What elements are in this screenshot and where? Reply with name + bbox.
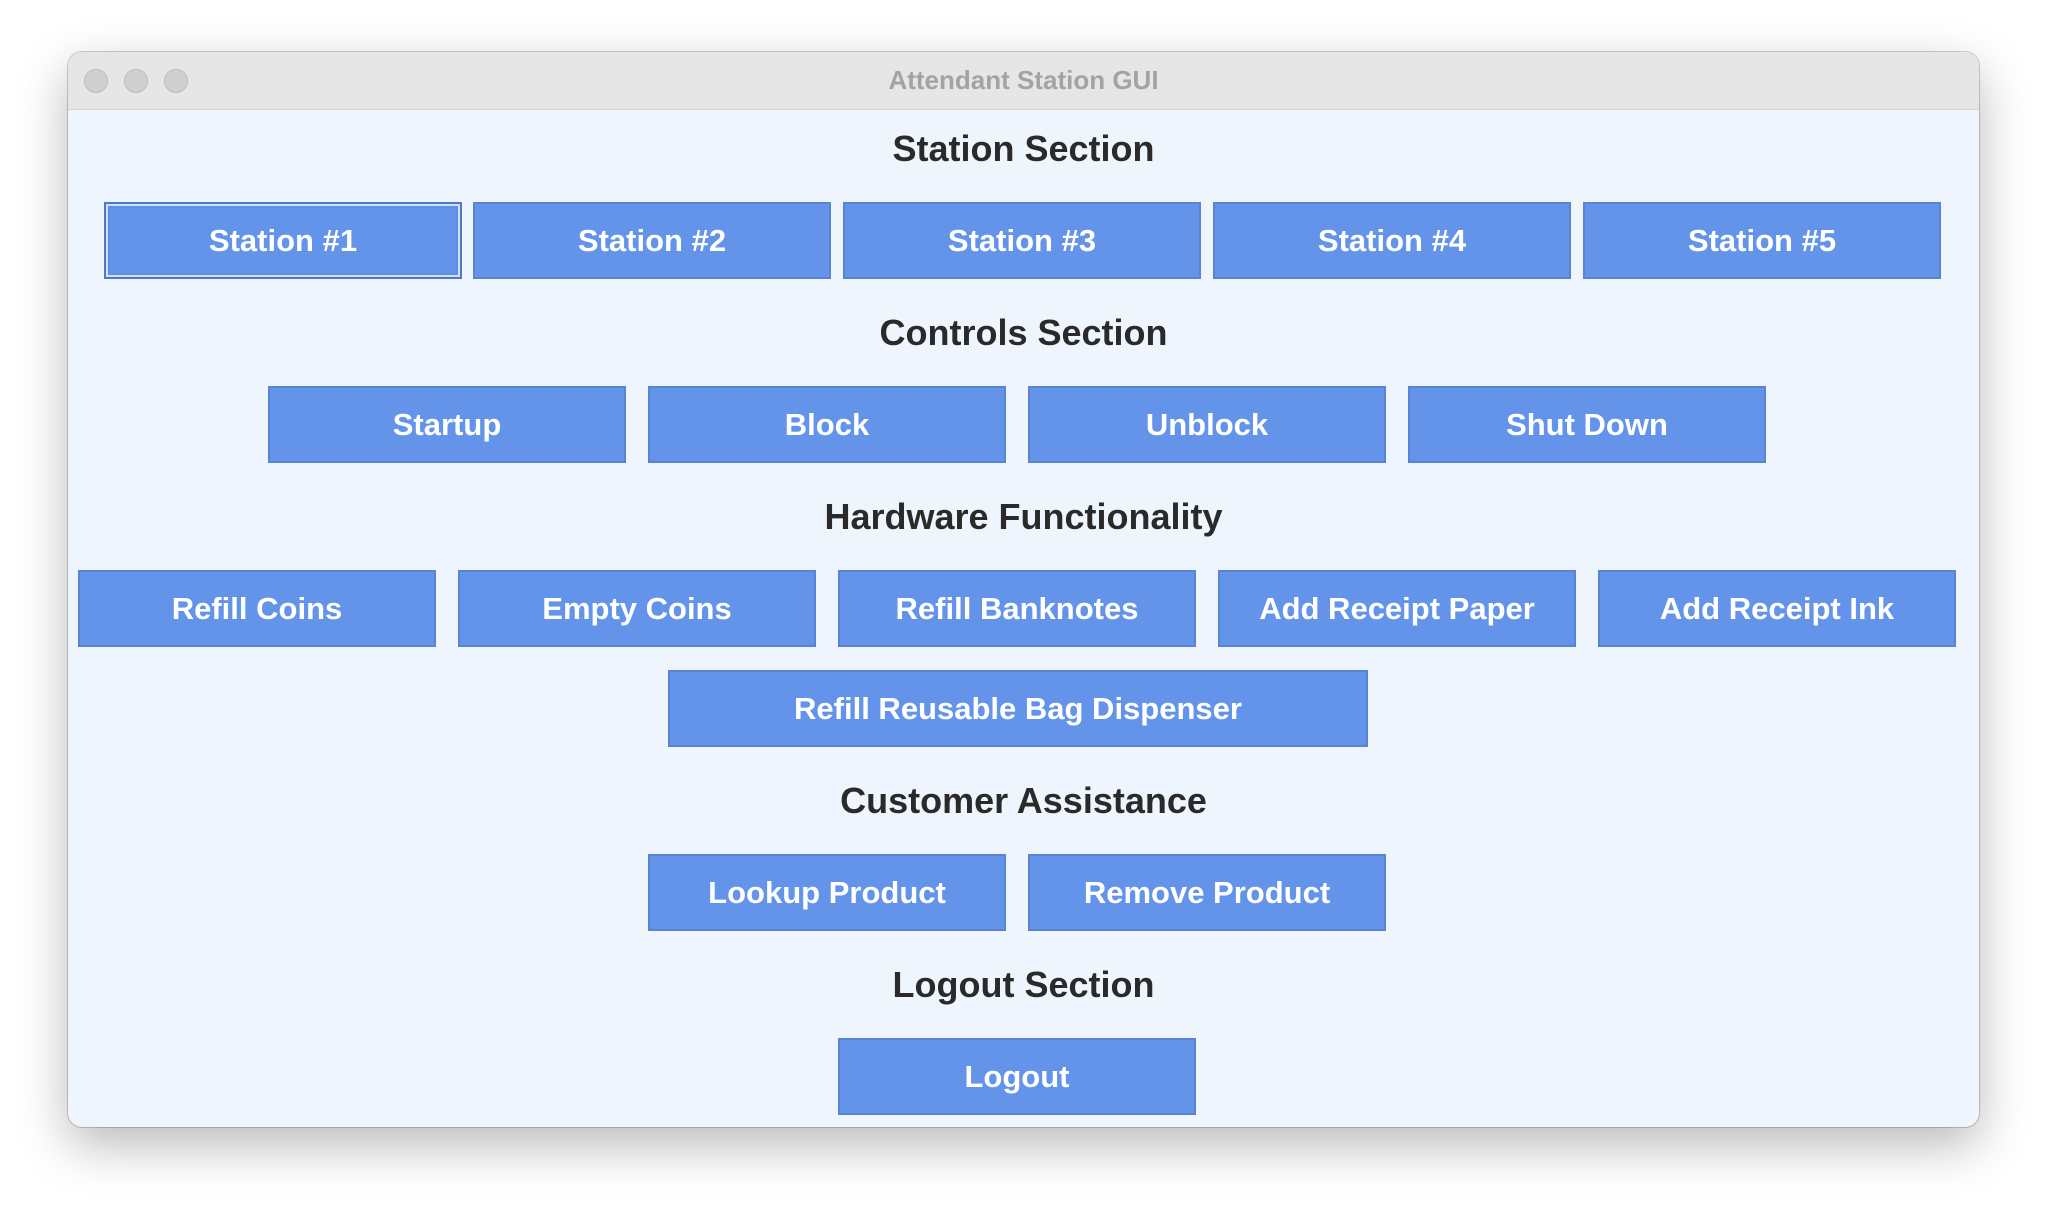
add-receipt-paper-button[interactable]: Add Receipt Paper: [1218, 570, 1576, 647]
logout-button[interactable]: Logout: [838, 1038, 1196, 1115]
close-window-icon[interactable]: [84, 69, 108, 93]
block-button[interactable]: Block: [648, 386, 1006, 463]
station-5-button[interactable]: Station #5: [1583, 202, 1941, 279]
controls-section-title: Controls Section: [879, 312, 1168, 353]
station-section-title: Station Section: [892, 128, 1155, 169]
refill-banknotes-button[interactable]: Refill Banknotes: [838, 570, 1196, 647]
title-bar: Attendant Station GUI: [68, 52, 1979, 110]
refill-coins-button[interactable]: Refill Coins: [78, 570, 436, 647]
hardware-section-title: Hardware Functionality: [824, 496, 1223, 537]
zoom-window-icon[interactable]: [164, 69, 188, 93]
app-window: Attendant Station GUI Station Section St…: [68, 52, 1979, 1127]
remove-product-button[interactable]: Remove Product: [1028, 854, 1386, 931]
customer-section-title: Customer Assistance: [840, 780, 1207, 821]
lookup-product-button[interactable]: Lookup Product: [648, 854, 1006, 931]
shut-down-button[interactable]: Shut Down: [1408, 386, 1766, 463]
minimize-window-icon[interactable]: [124, 69, 148, 93]
window-title: Attendant Station GUI: [888, 65, 1159, 95]
unblock-button[interactable]: Unblock: [1028, 386, 1386, 463]
startup-button[interactable]: Startup: [268, 386, 626, 463]
main-content: Station Section Station #1 Station #2 St…: [68, 110, 1979, 1127]
empty-coins-button[interactable]: Empty Coins: [458, 570, 816, 647]
logout-section-title: Logout Section: [892, 964, 1155, 1005]
station-4-button[interactable]: Station #4: [1213, 202, 1571, 279]
refill-reusable-bag-dispenser-button[interactable]: Refill Reusable Bag Dispenser: [668, 670, 1368, 747]
station-2-button[interactable]: Station #2: [473, 202, 831, 279]
add-receipt-ink-button[interactable]: Add Receipt Ink: [1598, 570, 1956, 647]
station-1-button[interactable]: Station #1: [104, 202, 462, 279]
station-3-button[interactable]: Station #3: [843, 202, 1201, 279]
